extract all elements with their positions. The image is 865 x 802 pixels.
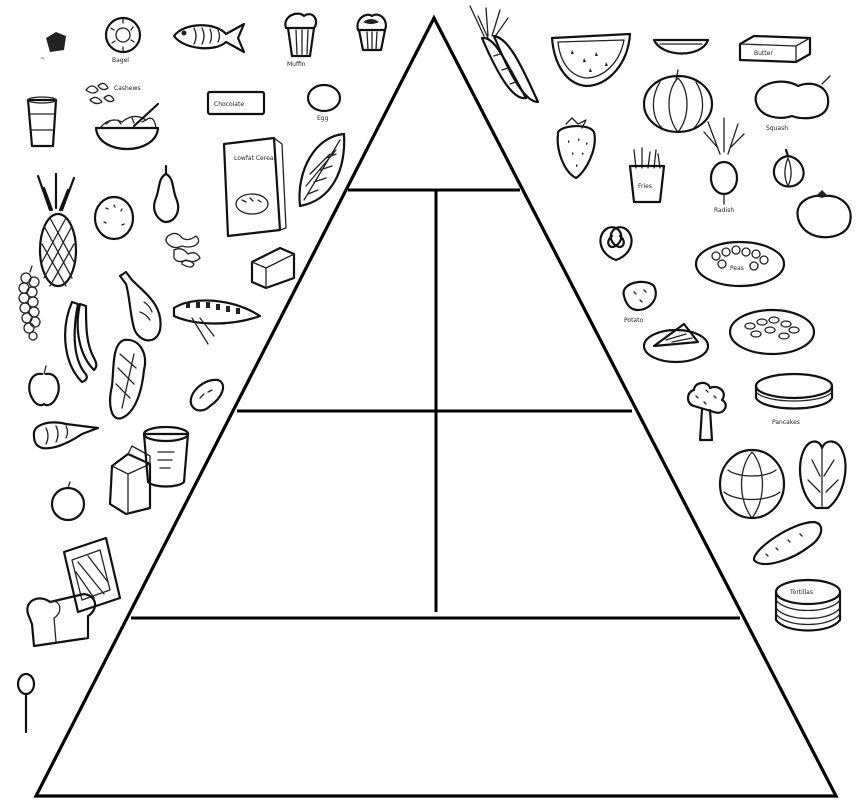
squash-label: Squash [766,125,788,132]
chocolate-bar-icon[interactable]: Chocolate [208,92,264,114]
egg-label: Egg [317,115,329,122]
crackers-box-icon[interactable] [64,538,120,612]
cereal-label: Lowfat Cereal [234,155,275,162]
plum-icon[interactable] [52,482,84,520]
cabbage-icon[interactable] [720,450,784,518]
muffin-label: Muffin [287,61,306,68]
bagel-label: Bagel [112,57,129,64]
cupcake-icon[interactable] [358,15,386,50]
pyramid-section-bottom[interactable] [110,625,760,790]
broccoli-icon[interactable] [688,383,726,440]
potato-icon[interactable]: Potato [624,282,656,324]
butter-icon[interactable]: Butter [740,36,810,62]
potato-oval-icon[interactable] [191,380,223,411]
yogurt-cup-icon[interactable] [28,97,56,146]
shrimp-icon[interactable] [34,423,98,449]
fish-icon[interactable] [174,24,244,52]
pretzel-icon[interactable] [600,227,631,260]
beans-dish-icon[interactable] [730,310,814,354]
cashews-icon[interactable]: Cashews [86,83,141,103]
lettuce-icon[interactable] [800,441,846,508]
grapes-icon[interactable] [19,266,40,340]
tomato-icon[interactable] [797,190,850,237]
carrots-icon[interactable] [470,6,538,102]
orange-icon[interactable] [95,197,133,239]
pyramid-section-upper-left[interactable] [300,200,430,405]
bagel-icon[interactable]: Bagel [106,18,140,64]
pie-slice-icon[interactable] [644,324,708,362]
radish-icon[interactable]: Radish [704,118,744,214]
butter-label: Butter [754,50,773,57]
peas-dish-icon[interactable]: Peas [696,242,784,286]
cereal-bowl-icon[interactable] [96,104,158,149]
squash-icon[interactable]: Squash [756,76,830,132]
cucumber-icon[interactable] [754,522,821,564]
bread-loaf-icon[interactable] [27,594,95,646]
pear-icon[interactable] [154,166,178,222]
muffin-icon[interactable]: Muffin [285,14,316,68]
apple-icon[interactable] [29,366,59,405]
pancakes-icon[interactable]: Pancakes [756,374,832,426]
french-fries-icon[interactable]: Fries [630,148,664,202]
chicken-leg-icon[interactable] [120,272,161,340]
pineapple-icon[interactable] [38,174,76,286]
egg-icon[interactable]: Egg [308,85,340,122]
pyramid-section-upper-right[interactable] [442,200,572,405]
cheese-block-icon[interactable]: ~ [40,32,66,62]
peas-label: Peas [730,265,744,272]
pumpkin-icon[interactable] [644,70,712,132]
milk-carton-icon[interactable] [110,446,150,514]
spoon-icon[interactable] [18,674,34,732]
sunflower-seeds-icon[interactable] [299,134,344,206]
cereal-box-icon[interactable]: Lowfat Cereal [224,138,286,236]
pyramid-section-top[interactable] [395,90,475,185]
fries-label: Fries [638,183,652,190]
svg-text:~: ~ [40,55,45,62]
chocolate-label: Chocolate [214,101,244,108]
pyramid-section-middle-right[interactable] [442,418,682,613]
cashews-label: Cashews [114,85,141,92]
watermelon-slice-icon[interactable] [552,34,630,86]
pancakes-label: Pancakes [772,419,800,426]
peanuts-icon[interactable] [166,233,200,267]
potato-label: Potato [624,317,643,324]
strawberry-icon[interactable] [558,118,595,178]
pyramid-section-middle-left[interactable] [200,418,430,613]
corn-cob-icon[interactable] [174,300,260,344]
bananas-icon[interactable] [65,302,96,382]
tofu-block-icon[interactable] [252,248,294,288]
tortillas-label: Tortillas [789,589,813,596]
radish-label: Radish [714,207,734,214]
melon-wedge-icon[interactable] [654,40,708,54]
tortillas-icon[interactable]: Tortillas [776,580,840,631]
onion-icon[interactable] [774,150,804,187]
steak-icon[interactable] [110,340,145,419]
